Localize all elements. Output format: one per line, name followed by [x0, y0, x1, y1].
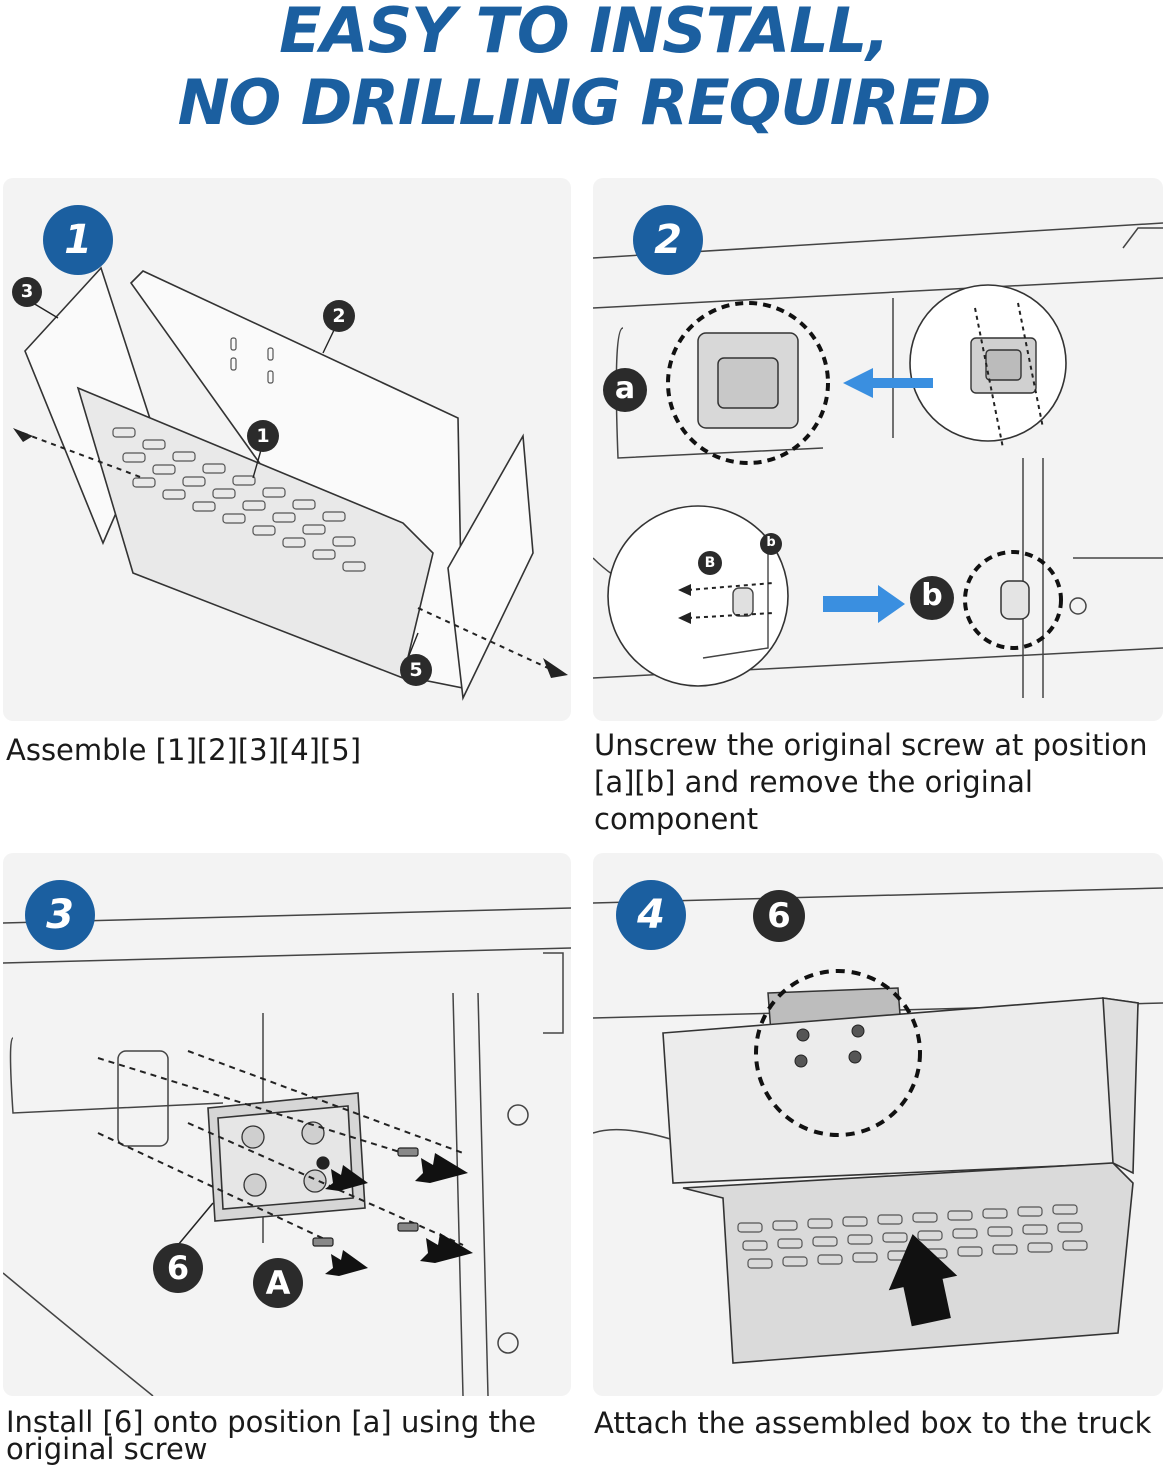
step-3-badge: 3	[25, 880, 95, 950]
bracket-install-illustration	[3, 907, 571, 1396]
step-4-badge: 4	[616, 880, 686, 950]
box-assembly-illustration	[13, 266, 568, 701]
callout-6-top: 6	[753, 890, 805, 942]
callout-3: 3	[12, 277, 42, 307]
callout-6: 6	[153, 1243, 203, 1293]
step-3-caption-line-1: Install [6] onto position [a] using the	[6, 1405, 537, 1439]
headline-line-1: EASY TO INSTALL,	[279, 0, 890, 67]
step-2-caption-line-1: Unscrew the original screw at position	[594, 728, 1148, 762]
step-2-panel: 2 a b B b	[593, 178, 1163, 721]
callout-B: B	[698, 551, 722, 575]
step-4-caption: Attach the assembled box to the truck	[594, 1405, 1151, 1442]
unscrew-illustration	[593, 222, 1163, 698]
step-1-caption: Assemble [1][2][3][4][5]	[6, 732, 361, 769]
step-1-caption-line: Assemble [1][2][3][4][5]	[6, 733, 362, 767]
callout-A: A	[253, 1258, 303, 1308]
step-1-panel: 1 3 2 1 5	[3, 178, 571, 721]
step-2-caption-line-3: component	[594, 802, 759, 836]
step-2-caption-line-2: [a][b] and remove the original	[594, 765, 1033, 799]
step-3-caption-line-2: original screw	[6, 1432, 208, 1466]
callout-1: 1	[247, 420, 279, 452]
step-3-caption: Install [6] onto position [a] using the …	[6, 1405, 537, 1466]
step-4-caption-line: Attach the assembled box to the truck	[594, 1406, 1152, 1440]
step-2-caption: Unscrew the original screw at position […	[594, 727, 1148, 838]
callout-5: 5	[400, 654, 432, 686]
step-1-badge: 1	[43, 205, 113, 275]
callout-2: 2	[323, 300, 355, 332]
attach-box-illustration	[593, 887, 1163, 1364]
callout-b-small: b	[760, 533, 782, 555]
step-3-panel: 3 6 A	[3, 853, 571, 1396]
step-4-panel: 4 6	[593, 853, 1163, 1396]
callout-a: a	[603, 368, 647, 412]
headline-line-2: NO DRILLING REQUIRED	[177, 66, 992, 139]
callout-b: b	[910, 576, 954, 620]
step-2-badge: 2	[633, 205, 703, 275]
